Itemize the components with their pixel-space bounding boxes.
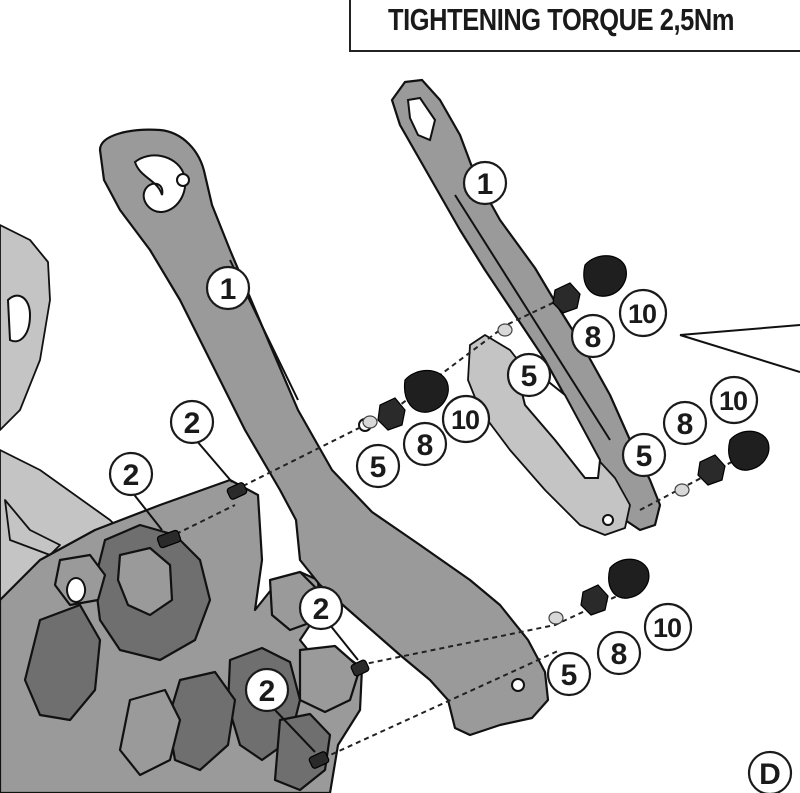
callout-bubbles: 1 1 2 2 2 2 5 8 10 5 8 10 5 bbox=[108, 160, 793, 793]
callout-10d: 10 bbox=[653, 613, 681, 643]
bolts-part-2 bbox=[156, 482, 370, 769]
callout-5b: 5 bbox=[521, 360, 538, 393]
callout-1b: 1 bbox=[477, 168, 494, 201]
leader-2d bbox=[274, 709, 316, 753]
callout-1a: 1 bbox=[220, 273, 237, 306]
callout-5d: 5 bbox=[561, 659, 578, 692]
callout-2b: 2 bbox=[184, 407, 201, 440]
callout-5a: 5 bbox=[370, 451, 387, 484]
callout-8a: 8 bbox=[417, 429, 434, 462]
callout-2d: 2 bbox=[259, 675, 276, 708]
callout-2c: 2 bbox=[313, 593, 330, 626]
callout-10a: 10 bbox=[451, 405, 479, 435]
leader-2b bbox=[195, 439, 233, 483]
callout-8b: 8 bbox=[585, 321, 602, 354]
callout-5c: 5 bbox=[636, 440, 653, 473]
callout-leader-right bbox=[679, 324, 800, 373]
motorcycle-rear-frame bbox=[0, 224, 364, 793]
callout-10b: 10 bbox=[628, 299, 656, 329]
leader-2c bbox=[329, 624, 359, 661]
torque-label: TIGHTENING TORQUE 2,5Nm bbox=[388, 2, 735, 37]
spacer-plate-part-5 bbox=[467, 334, 631, 536]
callout-8d: 8 bbox=[611, 638, 628, 671]
view-label-d: D bbox=[759, 758, 781, 791]
leader-2a bbox=[131, 491, 163, 531]
callout-10c: 10 bbox=[719, 386, 747, 416]
torque-label-box bbox=[349, 0, 800, 52]
callout-8c: 8 bbox=[677, 408, 694, 441]
callout-2a: 2 bbox=[123, 459, 140, 492]
right-bracket-part-1 bbox=[390, 78, 662, 532]
hardware-stack bbox=[362, 255, 770, 625]
